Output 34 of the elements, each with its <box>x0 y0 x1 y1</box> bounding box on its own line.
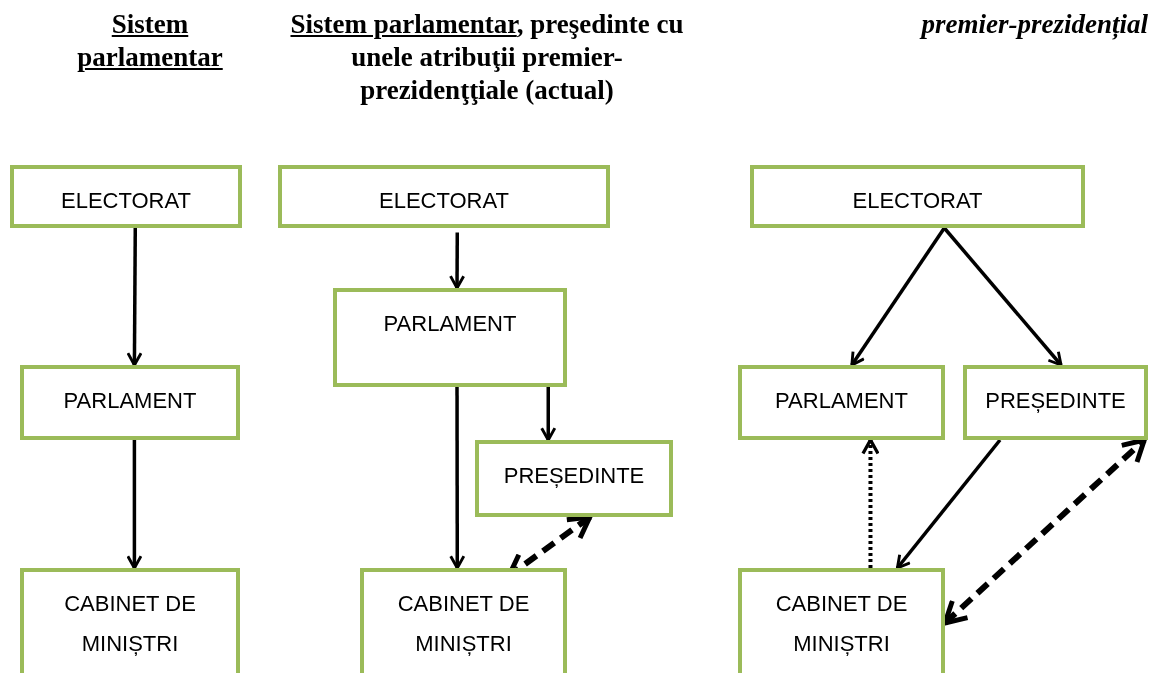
box-label: PARLAMENT <box>383 310 517 338</box>
arrow <box>449 232 466 290</box>
box-label: PREȘEDINTE <box>985 387 1126 415</box>
process-box <box>738 365 945 440</box>
box-label: CABINET DE MINIȘTRI <box>774 590 909 658</box>
box-label: PARLAMENT <box>775 387 908 415</box>
arrow <box>942 226 1063 367</box>
arrow <box>126 228 143 367</box>
process-box <box>20 568 240 673</box>
process-box <box>360 568 567 673</box>
box-label: ELECTORAT <box>379 187 509 215</box>
box-label: CABINET DE MINIȘTRI <box>63 590 197 658</box>
process-box <box>333 288 567 387</box>
process-box <box>10 165 242 228</box>
arrow <box>540 387 557 442</box>
process-box <box>738 568 945 673</box>
column-heading: premier-prezidențial <box>921 8 1148 41</box>
arrow <box>449 387 466 570</box>
process-box <box>278 165 610 228</box>
box-label: ELECTORAT <box>61 187 191 215</box>
column-heading: Sistem parlamentar <box>76 8 224 74</box>
arrow <box>861 438 880 568</box>
process-box <box>963 365 1148 440</box>
arrow <box>126 440 143 570</box>
process-box <box>475 440 673 517</box>
column-heading: Sistem parlamentar, preşedinte cu unele atribuţii premier-prezidenţţiale (actual) <box>289 8 685 107</box>
arrow <box>895 438 1002 570</box>
box-label: CABINET DE MINIȘTRI <box>396 590 531 658</box>
box-label: ELECTORAT <box>852 187 983 215</box>
process-box <box>20 365 240 440</box>
process-box <box>750 165 1085 228</box>
box-label: PREȘEDINTE <box>503 462 645 490</box>
box-label: PARLAMENT <box>63 387 197 415</box>
arrow <box>850 227 946 367</box>
